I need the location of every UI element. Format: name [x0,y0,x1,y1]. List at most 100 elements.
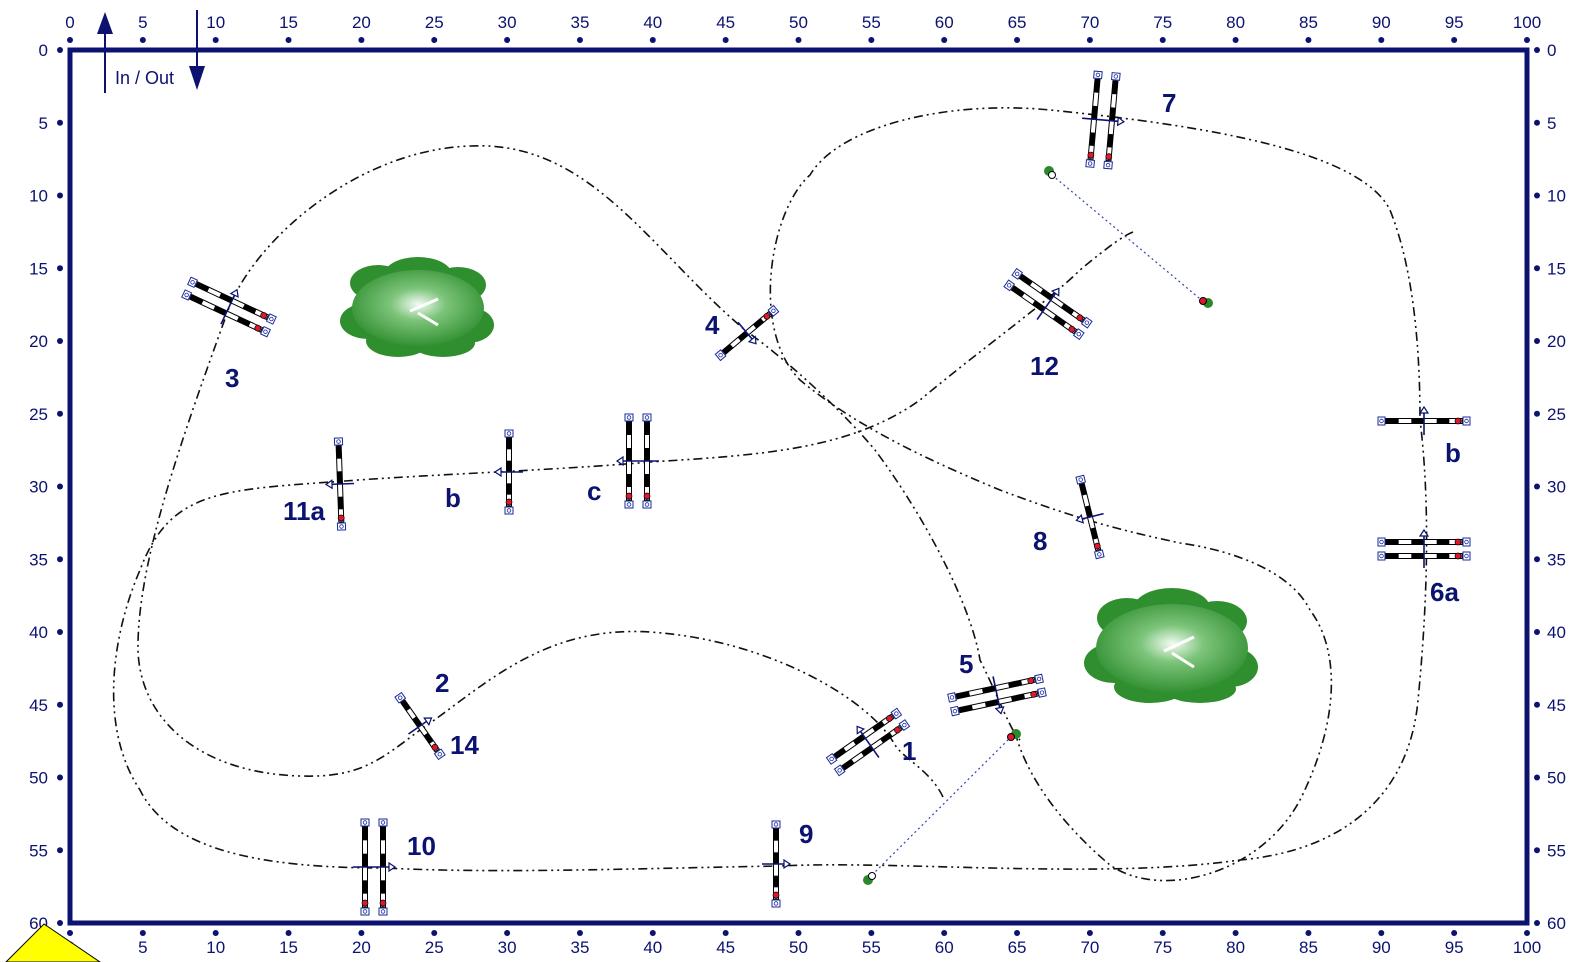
tick-mark [1451,930,1458,936]
x-tick-label: 80 [1226,938,1245,957]
tick-mark [1534,192,1540,199]
y-tick-label: 55 [29,841,48,860]
show-jump-icon [394,691,446,761]
y-tick-label: 35 [29,550,48,569]
y-tick-label: 20 [1547,332,1566,351]
tick-mark [1534,410,1540,417]
show-jump-icon [181,276,277,338]
tick-mark [795,930,802,936]
x-tick-label: 35 [570,938,589,957]
obstacle-label: 5 [959,649,973,679]
tick-mark [67,37,73,43]
obstacle-label: 6a [1430,577,1459,607]
tick-mark [139,37,146,43]
show-jump-icon [324,437,355,531]
obstacle-label: 7 [1162,88,1176,118]
tick-mark [941,37,948,43]
tick-mark [1524,930,1530,936]
y-tick-label: 45 [29,696,48,715]
tick-mark [1232,37,1239,43]
tick-mark [1232,930,1239,936]
tick-mark [1086,930,1093,936]
x-tick-label: 45 [716,13,735,32]
measure-lines [871,174,1206,876]
course-route [112,107,1428,882]
corner-marker-icon [5,923,101,962]
x-tick-label: 30 [498,938,517,957]
tick-mark [1451,37,1458,43]
obstacle-label: b [1445,438,1461,468]
tick-mark [1159,37,1166,43]
tick-mark [868,37,875,43]
tick-mark [285,930,292,936]
x-tick-label: 30 [498,13,517,32]
tick-mark [649,37,656,43]
tick-mark [1305,37,1312,43]
tick-mark [576,930,583,936]
y-tick-label: 25 [29,405,48,424]
x-tick-label: 100 [1513,938,1541,957]
tick-mark [57,47,63,53]
x-tick-label: 95 [1445,13,1464,32]
tick-mark [649,930,656,936]
x-tick-label: 15 [279,13,298,32]
x-tick-label: 5 [138,938,147,957]
x-tick-label: 85 [1299,938,1318,957]
tick-mark [57,338,63,344]
x-tick-label: 80 [1226,13,1245,32]
x-tick-label: 20 [352,938,371,957]
obstacle-labels: 1 2 3 4 5 6a b 7 8 9 10 11a b c 12 14 [225,88,1461,861]
tick-mark [1534,338,1540,344]
y-tick-label: 35 [1547,550,1566,569]
x-tick-label: 75 [1153,13,1172,32]
show-jump-icon [714,304,780,362]
y-tick-label: 50 [29,769,48,788]
y-tick-label: 45 [1547,696,1566,715]
show-jump-icon [493,429,523,515]
y-tick-label: 10 [29,187,48,206]
tick-mark [57,410,63,417]
tick-mark [504,930,511,936]
x-tick-label: 65 [1008,13,1027,32]
tick-mark [722,37,729,43]
tick-mark [1086,37,1093,43]
tick-mark [576,37,583,43]
x-tick-label: 40 [643,13,662,32]
axis-ticks: 0055101015152020252530303535404045455050… [29,13,1566,957]
x-tick-label: 15 [279,938,298,957]
show-jump-icon [1377,405,1471,435]
entry-marker: In / Out [97,10,205,93]
obstacle-label: 1 [902,736,916,766]
obstacle-label: 14 [450,730,479,760]
show-jump-icon [1082,70,1125,170]
y-tick-label: 15 [1547,259,1566,278]
obstacle-label: 4 [705,310,720,340]
obstacle-label: 9 [799,819,813,849]
obstacle-label: 2 [435,668,449,698]
tick-mark [212,37,219,43]
x-tick-label: 20 [352,13,371,32]
show-jump-icon [615,413,659,509]
y-tick-label: 0 [39,41,48,60]
obstacle-label: 8 [1033,526,1047,556]
x-tick-label: 40 [643,938,662,957]
x-tick-label: 70 [1080,938,1099,957]
tick-mark [1534,265,1540,272]
tick-mark [1524,37,1530,43]
tick-mark [722,930,729,936]
x-tick-label: 75 [1153,938,1172,957]
tick-mark [431,930,438,936]
y-tick-label: 25 [1547,405,1566,424]
y-tick-label: 5 [39,114,48,133]
arena-border [67,47,1530,926]
tick-mark [1534,701,1540,708]
x-tick-label: 55 [862,13,881,32]
tick-mark [1534,629,1540,635]
show-jump-icon [825,707,911,777]
tick-mark [941,930,948,936]
tick-mark [1378,37,1385,43]
show-jump-icon [1003,267,1093,341]
tick-mark [358,37,365,43]
x-tick-label: 50 [789,938,808,957]
